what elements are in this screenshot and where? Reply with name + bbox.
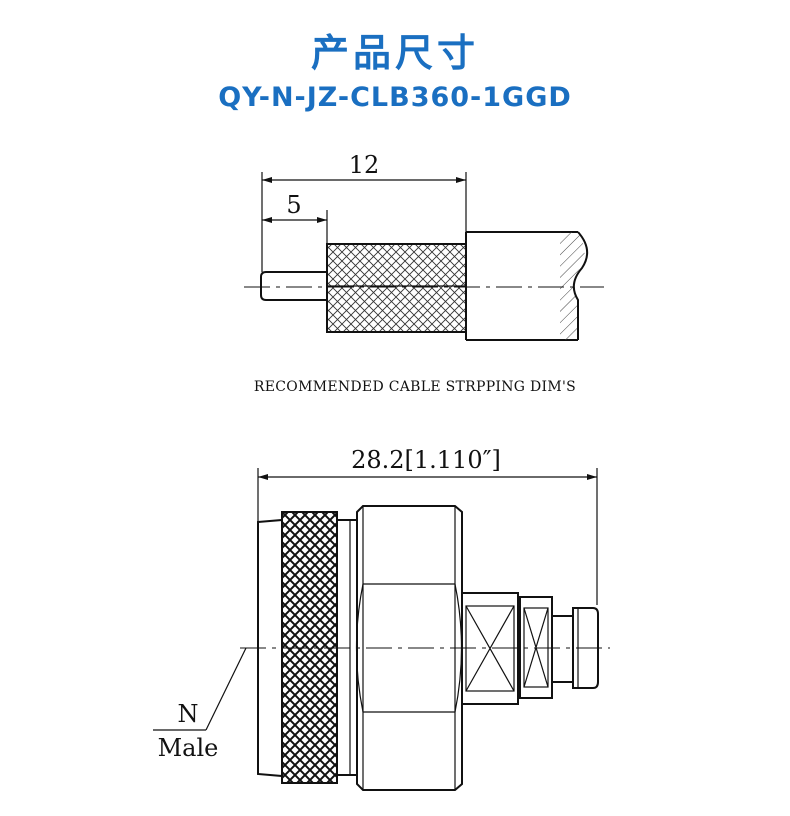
cable-sleeve	[551, 615, 574, 683]
hex-flat-lines	[363, 583, 455, 713]
hex-body	[356, 505, 463, 791]
jacket-break-line	[572, 231, 589, 340]
cable-strip-drawing: 12 5 RECOMMENDED CABLE STRPPING DIM'S	[244, 151, 604, 395]
inner-conductor	[260, 271, 327, 301]
model-number: QY-N-JZ-CLB360-1GGD	[218, 82, 572, 113]
dim-overall-text: 12	[349, 151, 380, 179]
connector-gender-label: Male	[158, 734, 219, 762]
connector-type-label: N	[178, 700, 199, 728]
leader-line	[205, 647, 247, 731]
cable-braid	[326, 243, 467, 333]
cable-jacket	[465, 231, 578, 341]
crimp-cross	[465, 605, 515, 692]
jacket-section-hatch	[560, 232, 585, 340]
dim-pin-text: 5	[286, 191, 301, 219]
cable-end	[572, 607, 599, 689]
strip-caption: RECOMMENDED CABLE STRPPING DIM'S	[254, 379, 576, 395]
dim-length-text: 28.2[1.110″]	[351, 446, 501, 474]
page-title: 产品尺寸	[310, 31, 479, 75]
connector-drawing: 28.2[1.110″] N Male	[153, 446, 610, 791]
